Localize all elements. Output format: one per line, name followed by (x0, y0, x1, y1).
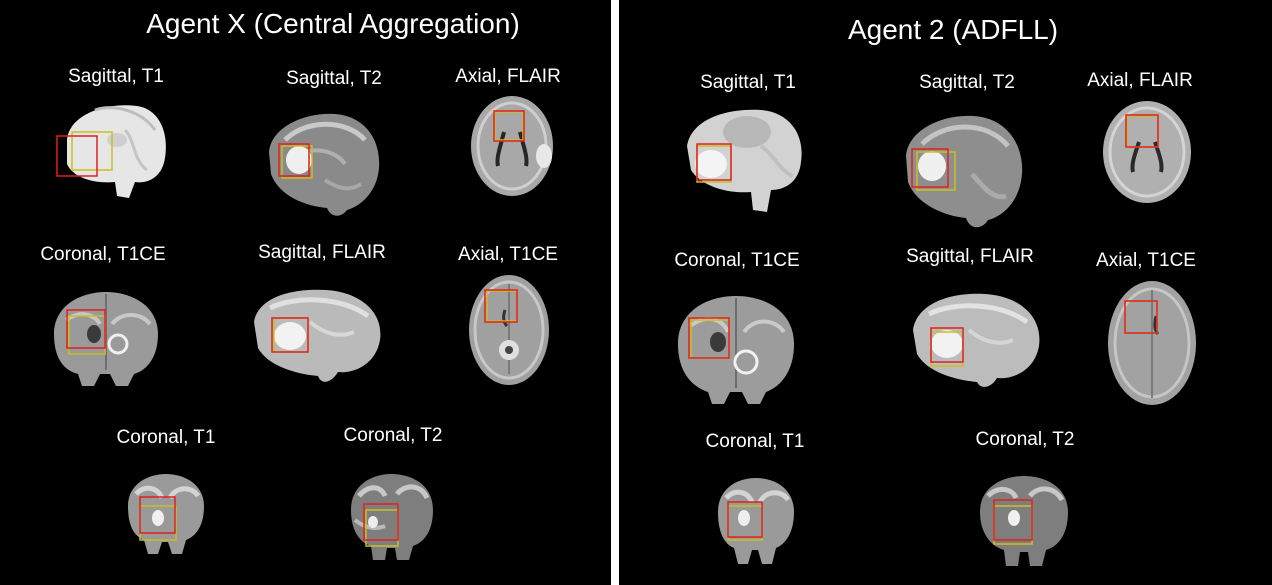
label-coronal-t1: Coronal, T1 (116, 427, 216, 448)
label-sagittal-t1: Sagittal, T1 (700, 72, 796, 93)
brain-scan-sagittal-t1 (681, 106, 806, 216)
brain-scan-coronal-t1 (712, 474, 802, 572)
brain-scan-sagittal-t2 (902, 104, 1027, 232)
brain-scan-sagittal-t2 (265, 100, 385, 220)
label-sagittal-t2: Sagittal, T2 (286, 68, 382, 89)
brain-scan-axial-t1ce (1104, 276, 1202, 410)
brain-scan-axial-flair (468, 92, 558, 202)
label-axial-t1ce: Axial, T1CE (1096, 250, 1196, 271)
label-sagittal-t1: Sagittal, T1 (68, 66, 164, 87)
panel-title: Agent X (Central Aggregation) (146, 8, 520, 39)
brain-scan-coronal-t1ce (674, 292, 799, 407)
label-axial-t1ce: Axial, T1CE (458, 244, 558, 265)
label-coronal-t2: Coronal, T2 (343, 425, 443, 446)
brain-scan-coronal-t1ce (50, 290, 165, 388)
label-sagittal-t2: Sagittal, T2 (919, 72, 1015, 93)
panel-title: Agent 2 (ADFLL) (847, 14, 1059, 45)
brain-scan-sagittal-t1 (55, 100, 170, 200)
brain-scan-axial-t1ce (465, 270, 555, 388)
brain-scan-sagittal-flair (909, 286, 1049, 392)
label-coronal-t2: Coronal, T2 (975, 429, 1075, 450)
brain-scan-sagittal-flair (250, 282, 390, 387)
label-coronal-t1: Coronal, T1 (705, 431, 805, 452)
panel-central-aggregation: Agent X (Central Aggregation) Sagittal, … (0, 0, 611, 585)
label-coronal-t1ce: Coronal, T1CE (674, 250, 800, 271)
label-axial-flair: Axial, FLAIR (455, 66, 561, 87)
label-sagittal-flair: Sagittal, FLAIR (906, 246, 1034, 267)
panel-adfll: Agent 2 (ADFLL) Sagittal, T1 Sagittal, T… (619, 0, 1272, 585)
brain-scan-coronal-t2 (974, 472, 1074, 570)
label-coronal-t1ce: Coronal, T1CE (40, 244, 166, 265)
brain-scan-axial-flair (1099, 96, 1195, 208)
label-axial-flair: Axial, FLAIR (1087, 70, 1193, 91)
brain-scan-coronal-t1 (122, 470, 212, 560)
label-sagittal-flair: Sagittal, FLAIR (258, 242, 386, 263)
brain-scan-coronal-t2 (345, 470, 440, 565)
